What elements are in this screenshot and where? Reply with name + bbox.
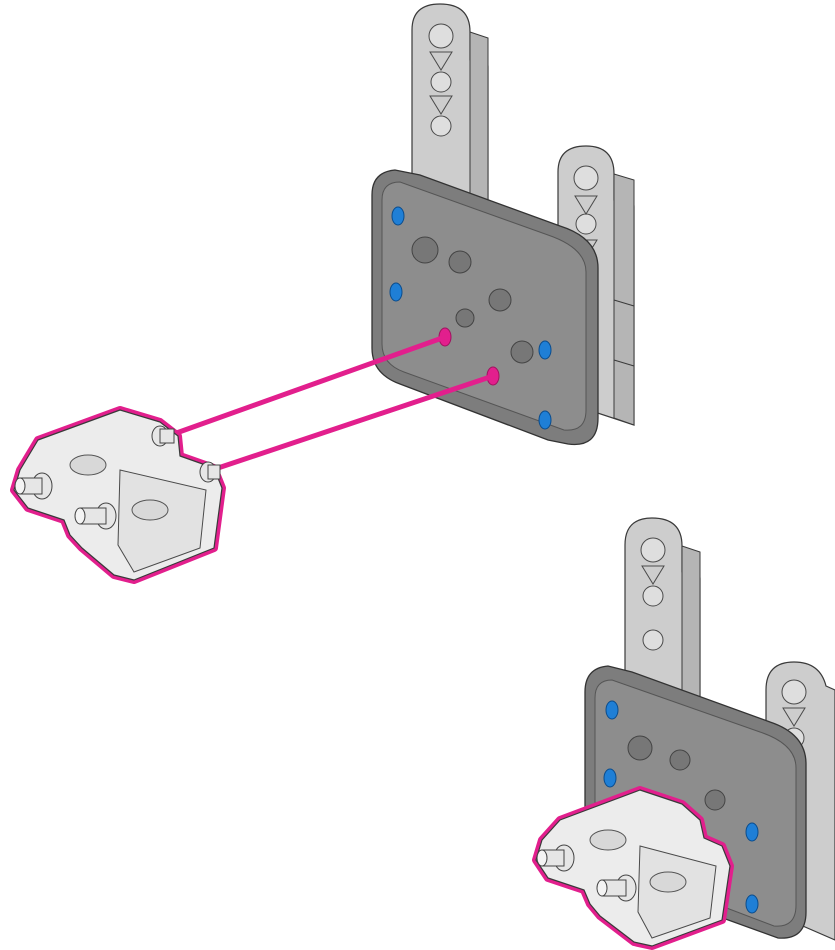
blue-pin <box>389 282 403 302</box>
upright-beam-left <box>624 517 701 721</box>
insertion-line <box>165 334 448 439</box>
insertion-line <box>209 373 496 473</box>
connector-block <box>532 786 734 950</box>
blue-pin <box>538 410 552 430</box>
dark-plate <box>371 169 599 446</box>
blue-pin <box>605 700 619 720</box>
dark-plate <box>584 665 807 939</box>
connector-pin <box>536 844 575 872</box>
connector-pin <box>199 461 221 483</box>
upright-beam-left <box>411 3 489 211</box>
connector-pin <box>74 502 117 530</box>
connector-pin <box>596 874 637 902</box>
exploded-view <box>10 3 635 584</box>
blue-pin <box>745 894 759 914</box>
blue-pin <box>538 340 552 360</box>
blue-pin <box>391 206 405 226</box>
assembled-view <box>532 517 835 950</box>
blue-pin <box>745 822 759 842</box>
connector-pin <box>14 472 53 500</box>
connector-block <box>10 406 226 584</box>
blue-pin <box>603 768 617 788</box>
connector-pin <box>151 425 175 447</box>
